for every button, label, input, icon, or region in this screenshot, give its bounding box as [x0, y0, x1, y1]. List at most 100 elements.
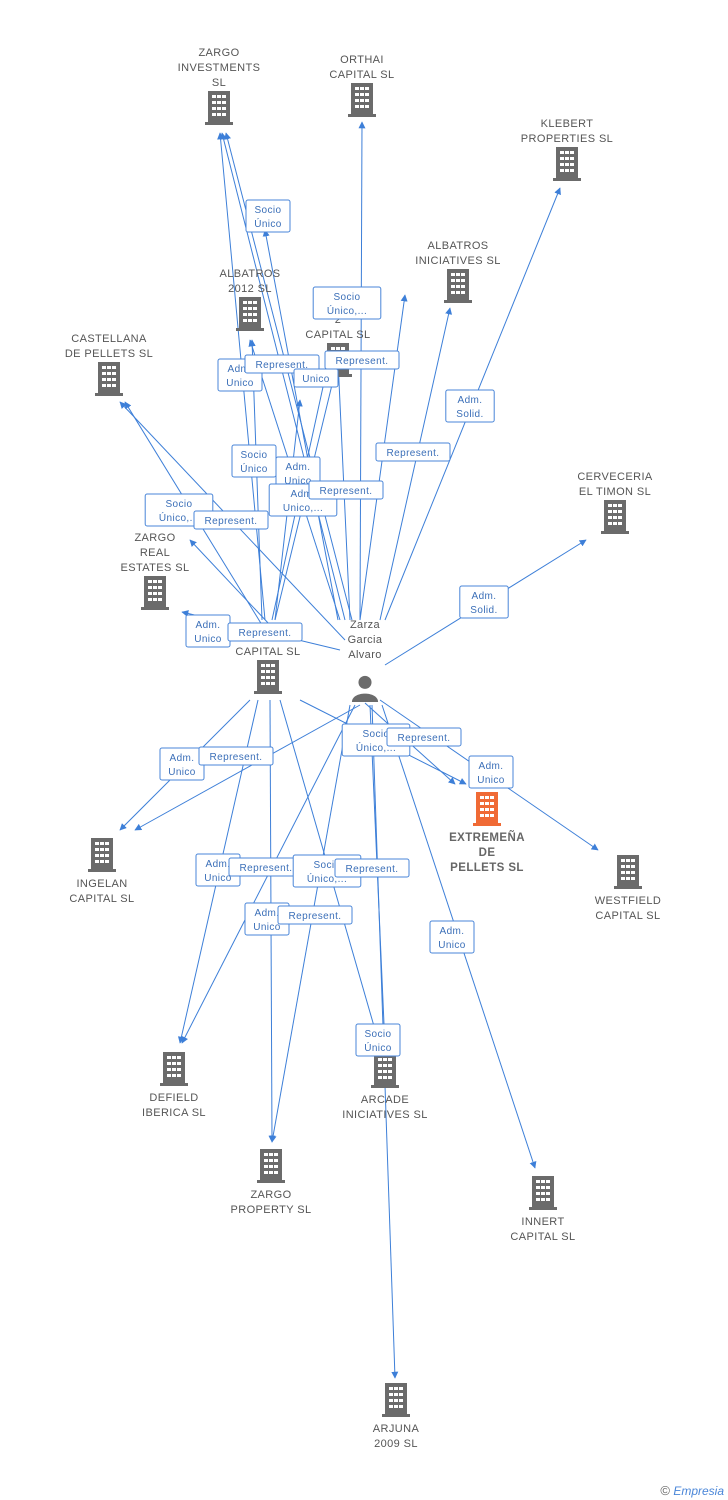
footer-brand[interactable]: © Empresia: [660, 1483, 724, 1498]
relation-label: Adm.: [255, 908, 280, 919]
node-label-line: 2: [335, 314, 342, 326]
node-label-line: IBERICA SL: [142, 1107, 206, 1119]
node-label-line: ALBATROS: [427, 240, 488, 252]
relation-box-r12[interactable]: Represent.: [308, 480, 384, 500]
relation-box-frame: [293, 368, 339, 388]
relation-box-r7[interactable]: Adm. Solid.: [445, 389, 495, 423]
relation-label: Solid.: [456, 409, 483, 420]
node-label-line: SL: [212, 77, 226, 89]
relation-label: Unico: [204, 873, 232, 884]
relation-box-frame: [312, 286, 382, 320]
relation-box-r14[interactable]: Represent.: [193, 510, 269, 530]
relation-box-r17[interactable]: Represent.: [227, 622, 303, 642]
relation-box-r22[interactable]: Represent.: [198, 746, 274, 766]
relation-box-r15[interactable]: Adm.Solid.: [459, 585, 509, 619]
node-label-line: ARJUNA: [373, 1423, 420, 1435]
relation-label: Unico: [168, 767, 196, 778]
relation-label: Adm.: [291, 489, 316, 500]
node-label-line: INGELAN: [76, 878, 127, 890]
relation-box-r29[interactable]: Adm.Unico: [429, 920, 475, 954]
node-label-line: DE: [479, 847, 496, 859]
relation-box-r19[interactable]: Represent.: [386, 727, 462, 747]
relation-label: Socio: [364, 1029, 391, 1040]
relation-box-r21[interactable]: Adm. Unico: [159, 747, 205, 781]
node-label-line: DEFIELD: [149, 1092, 198, 1104]
building-icon: [553, 147, 581, 181]
relation-box-r28[interactable]: Represent.: [277, 905, 353, 925]
company-node-arcade[interactable]: ARCADE INICIATIVES SL: [342, 1054, 427, 1121]
building-icon: [348, 83, 376, 117]
relation-label: Represent.: [210, 752, 263, 763]
node-label-line: ARCADE: [361, 1094, 409, 1106]
relation-box-r5[interactable]: Represent.: [324, 350, 400, 370]
relation-box-r20[interactable]: Adm.Unico: [468, 755, 514, 789]
edge-3: [358, 121, 366, 621]
relation-box-r16[interactable]: Adm.Unico: [185, 614, 231, 648]
edge-2: [262, 229, 339, 621]
company-node-defield[interactable]: DEFIELD IBERICA SL: [142, 1052, 206, 1119]
relation-label: Adm.: [458, 395, 483, 406]
node-label-line: CAPITAL SL: [595, 910, 660, 922]
relation-label: Adm.: [170, 753, 195, 764]
node-label-line: CAPITAL SL: [235, 646, 300, 658]
node-label-line: ZARGO: [198, 47, 239, 59]
edge-4: [379, 307, 453, 621]
building-icon: [601, 500, 629, 534]
node-label-line: ESTATES SL: [120, 562, 189, 574]
node-label-line: CAPITAL SL: [69, 893, 134, 905]
relation-label: Unico: [226, 378, 254, 389]
building-icon: [614, 855, 642, 889]
copyright-symbol: ©: [660, 1483, 670, 1498]
relation-label: Adm.: [472, 591, 497, 602]
relation-box-frame: [386, 727, 462, 747]
relation-label: Adm.: [228, 364, 253, 375]
building-icon: [236, 297, 264, 331]
relation-label: Represent.: [320, 486, 373, 497]
node-label-line: CASTELLANA: [71, 333, 147, 345]
relation-label: Unico,...: [283, 503, 323, 514]
relation-box-r26[interactable]: Represent.: [334, 858, 410, 878]
company-node-zargo-capital[interactable]: CAPITAL SL: [235, 646, 300, 694]
relation-box-r2[interactable]: SocioÚnico,...: [312, 286, 382, 320]
building-icon: [141, 576, 169, 610]
relation-box-frame: [193, 510, 269, 530]
node-label-line: ALBATROS: [219, 268, 280, 280]
node-label-line: CAPITAL SL: [305, 329, 370, 341]
relation-label: Único: [240, 462, 268, 475]
relation-label: Unico: [438, 940, 466, 951]
node-label-line: INICIATIVES SL: [342, 1109, 427, 1121]
relation-box-r6[interactable]: Unico: [293, 368, 339, 388]
relation-label: Socio: [362, 729, 389, 740]
relation-label: Adm.: [206, 859, 231, 870]
node-label-line: INVESTMENTS: [178, 62, 261, 74]
node-label-line: REAL: [140, 547, 170, 559]
node-label-line: EXTREMEÑA: [449, 831, 525, 844]
relation-box-frame: [308, 480, 384, 500]
relation-label: Unico: [477, 775, 505, 786]
company-node-ingelan[interactable]: INGELAN CAPITAL SL: [69, 838, 134, 905]
relation-box-r24[interactable]: Represent.: [228, 857, 304, 877]
relation-box-r8[interactable]: Represent.: [375, 442, 451, 462]
company-node-zargo-inv[interactable]: ZARGO INVESTMENTS SL: [178, 47, 261, 125]
building-icon: [444, 269, 472, 303]
relation-label: Represent.: [239, 628, 292, 639]
relations-layer: SocioÚnicoSocioÚnico,...Adm.UnicoReprese…: [144, 199, 514, 1057]
